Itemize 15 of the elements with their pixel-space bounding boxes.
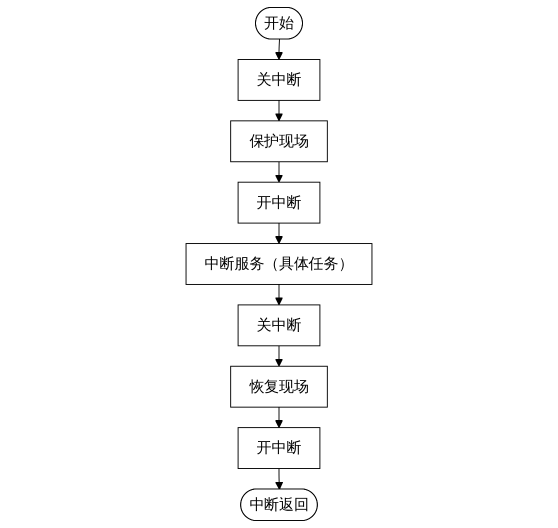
arrow — [274, 345, 284, 367]
node-box: 保护现场 — [230, 120, 328, 162]
node-box: 关中断 — [238, 59, 320, 101]
arrow — [274, 100, 284, 122]
node-box: 恢复现场 — [230, 366, 328, 408]
arrow — [275, 468, 284, 490]
arrow — [274, 284, 284, 306]
arrow — [274, 39, 284, 60]
node-box: 开中断 — [238, 182, 320, 224]
node-box: 中断服务（具体任务） — [186, 243, 372, 285]
arrow — [274, 406, 284, 428]
arrow — [274, 161, 284, 183]
node-box: 关中断 — [238, 304, 320, 346]
node-box: 开中断 — [238, 427, 320, 469]
arrow — [274, 222, 284, 244]
